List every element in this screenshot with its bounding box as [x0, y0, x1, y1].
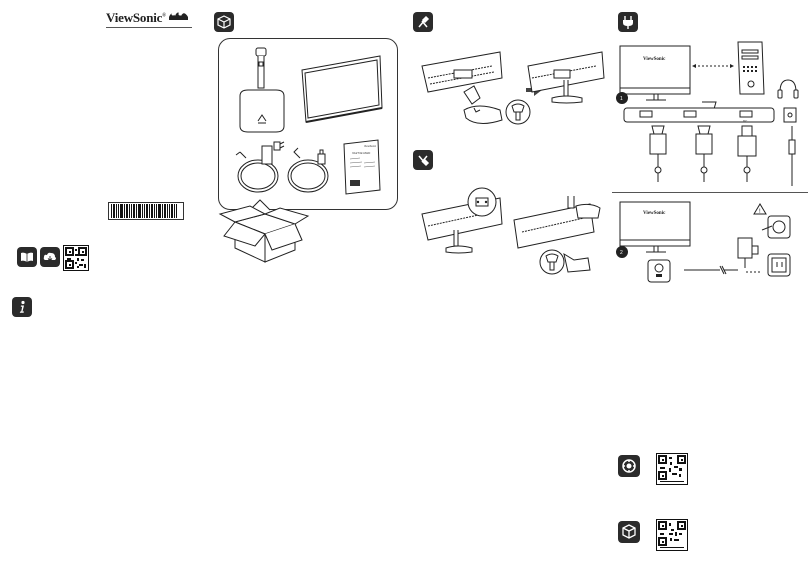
guide-brand: ViewSonic: [364, 144, 377, 148]
signal-connection-diagram: ViewSonic 1 DC: [616, 41, 799, 186]
cube-icon: [618, 521, 640, 543]
connection-panel-brand: ViewSonic: [643, 57, 666, 62]
stand-removal-diagram: [421, 187, 601, 275]
quick-start-guide-image: VA2732-MHD ViewSonic: [343, 139, 381, 195]
hdmi-cable-1: [649, 125, 667, 182]
barcode: [108, 202, 184, 220]
box-icon: [214, 12, 234, 32]
package-contents-panel: [218, 38, 398, 210]
manual-book-icon: [17, 247, 37, 267]
stand-assembly-diagram: [421, 51, 605, 125]
connection-divider: [612, 192, 808, 193]
power-adapter-image: [261, 141, 285, 165]
power-panel-brand: ViewSonic: [643, 211, 666, 216]
info-icon: [12, 297, 32, 317]
audio-cable: [788, 126, 796, 186]
stand-base-image: [239, 89, 285, 133]
displayport-cable: [737, 125, 757, 182]
step-2-number: 2: [620, 250, 623, 256]
package-items: VA2732-MHD ViewSonic: [235, 47, 383, 195]
brand-birds-icon: [169, 12, 188, 20]
hdmi-cable-image: [287, 147, 329, 193]
trademark: ®: [162, 13, 166, 19]
support-icon: [618, 455, 640, 477]
hdmi-cable-2: [695, 125, 713, 182]
power-plug-icon: [618, 12, 638, 32]
tools-reverse-icon: [413, 150, 433, 170]
brand-logo: ViewSonic®: [106, 10, 166, 26]
power-connection-diagram: ViewSonic 2 !: [616, 201, 791, 283]
support-qr-code[interactable]: [656, 453, 688, 485]
brand-rule: [106, 27, 192, 28]
svg-text:!: !: [759, 209, 761, 215]
stand-neck-image: [255, 47, 267, 89]
open-box-illustration: [218, 199, 310, 263]
monitor-image: [301, 55, 383, 123]
qr-code[interactable]: [63, 245, 89, 271]
product-qr-code[interactable]: [656, 519, 688, 551]
brand-name: ViewSonic: [106, 10, 163, 25]
guide-model: VA2732-MHD: [352, 151, 371, 155]
step-1-number: 1: [620, 96, 623, 102]
cloud-download-icon: [40, 247, 60, 267]
port-label: DC: [743, 119, 748, 123]
tools-icon: [413, 12, 433, 32]
